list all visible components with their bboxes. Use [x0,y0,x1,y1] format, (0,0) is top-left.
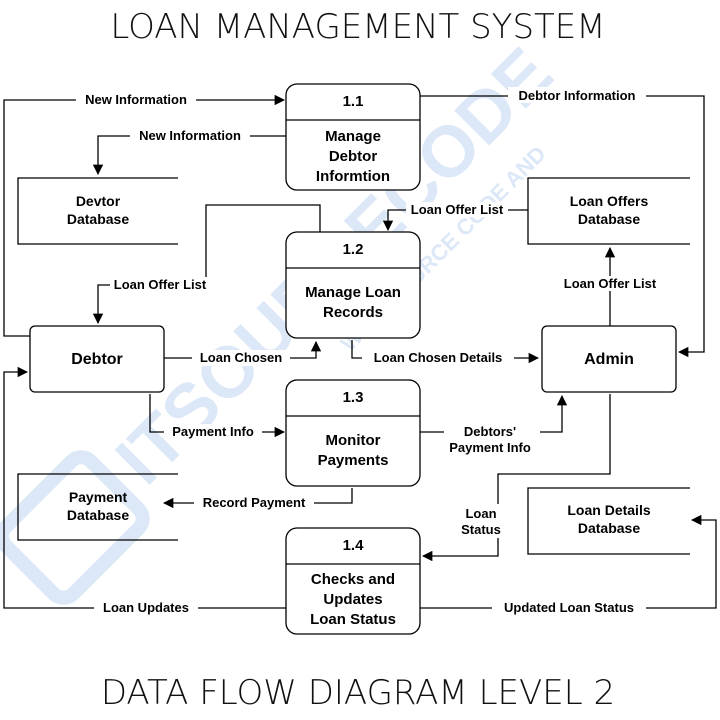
store-label-line-1: Payment [69,489,128,505]
label-backing [406,202,508,217]
watermark-logo-icon [0,450,150,605]
process-name-line-2: Debtor [329,148,377,165]
entity-debtor[interactable]: Debtor [29,325,165,393]
flow-label-loan-chosen: Loan Chosen [200,350,282,365]
flow-label-loan-chosen-details: Loan Chosen Details [374,350,503,365]
label-backing [456,504,506,538]
process-1-2[interactable]: 1.2 Manage Loan Records [285,231,421,339]
flow-labels: New Information New Information Debtor I… [76,87,660,616]
label-backing [194,495,314,511]
flow-label-loan-status-2: Status [461,522,501,537]
label-backing [560,276,660,291]
label-backing [130,127,250,143]
process-name-line-3: Loan Status [310,611,396,628]
diagram-level-caption: DATA FLOW DIAGRAM LEVEL 2 [101,673,615,713]
process-box[interactable] [285,231,421,339]
store-outline [527,177,690,245]
store-outline [527,487,690,555]
label-backing [492,600,646,616]
store-label-line-1: Loan Details [567,502,650,518]
data-store-loan-offers-database: Loan Offers Database [527,177,690,245]
label-backing [76,91,196,107]
flow-label-loan-status-1: Loan [465,506,496,521]
flow-label-loan-offer-list-admin: Loan Offer List [564,276,657,291]
process-name-line-2: Payments [318,452,389,469]
process-1-4[interactable]: 1.4 Checks and Updates Loan Status [285,527,421,635]
flow-label-debtors-payment-info-1: Debtors' [464,424,516,439]
process-1-3[interactable]: 1.3 Monitor Payments [285,379,421,487]
process-box[interactable] [285,83,421,191]
store-outline [17,473,178,541]
process-name-line-1: Monitor [326,432,381,449]
label-backing [94,600,198,616]
flow-label-debtor-information: Debtor Information [519,88,636,103]
process-name-line-3: Informtion [316,168,390,185]
store-label-line-2: Database [67,211,129,227]
flow-label-updated-loan-status: Updated Loan Status [504,600,634,615]
store-label-line-2: Database [578,211,640,227]
entity-label: Debtor [71,351,123,368]
flow-loan-status-line [421,394,611,562]
label-backing [444,422,540,456]
entity-label: Admin [584,351,634,368]
process-number: 1.3 [343,389,364,406]
flow-label-loan-offer-list-debtor: Loan Offer List [114,277,207,292]
flow-label-loan-updates: Loan Updates [103,600,189,615]
process-name-line-1: Checks and [311,571,395,588]
flow-label-debtors-payment-info-2: Payment Info [449,440,531,455]
store-label-line-1: Devtor [76,193,121,209]
flow-label-loan-offer-list-store: Loan Offer List [411,202,504,217]
label-backing [110,277,210,292]
flow-label-new-information-store: New Information [139,128,241,143]
flow-label-payment-info: Payment Info [172,424,254,439]
store-label-line-1: Loan Offers [570,193,649,209]
process-1-1[interactable]: 1.1 Manage Debtor Informtion [285,83,421,191]
flow-label-new-information-debtor: New Information [85,92,187,107]
flow-label-record-payment: Record Payment [203,495,306,510]
label-backing [192,350,290,366]
process-box[interactable] [285,527,421,635]
flow-loan-offer-list-debtor-line [92,204,321,325]
process-name-line-2: Updates [323,591,382,608]
store-label-line-2: Database [67,507,129,523]
label-backing [362,350,514,366]
store-label-line-2: Database [578,520,640,536]
entity-admin[interactable]: Admin [541,325,677,393]
page-title: LOAN MANAGEMENT SYSTEM [110,7,605,47]
entity-box[interactable] [541,325,677,393]
store-outline [17,177,178,245]
process-number: 1.2 [343,241,364,258]
data-store-payment-database: Payment Database [17,473,178,541]
label-backing [164,424,262,440]
label-backing [508,87,646,103]
process-name-line-2: Records [323,304,383,321]
process-name-line-1: Manage Loan [305,284,401,301]
entity-box[interactable] [29,325,165,393]
process-number: 1.1 [343,93,364,110]
data-store-loan-details-database: Loan Details Database [527,487,690,555]
process-name-line-1: Manage [325,128,381,145]
data-store-devtor-database: Devtor Database [17,177,178,245]
process-box[interactable] [285,379,421,487]
process-number: 1.4 [343,537,365,554]
